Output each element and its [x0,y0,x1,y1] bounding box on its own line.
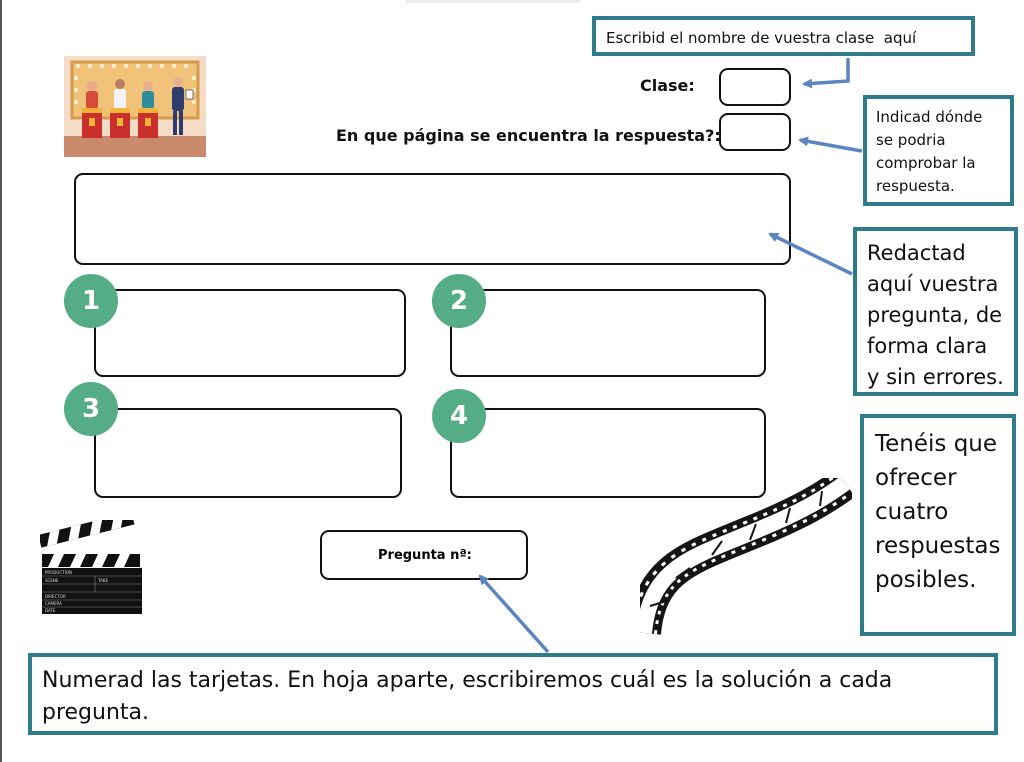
arrow-page-hint [798,136,863,153]
clapper-field-camera: CAMERA [45,601,62,606]
arrow-numbering-hint [478,574,550,654]
answer-box-1[interactable] [94,289,406,377]
question-input-box[interactable] [74,173,791,265]
page-hint-callout: Indicad dónde se podria comprobar la res… [863,95,1014,206]
page-label: En que página se encuentra la respuesta?… [336,126,721,145]
numbering-hint-callout: Numerad las tarjetas. En hoja aparte, es… [28,653,998,735]
answer-number-badge-3: 3 [64,382,118,436]
class-name-callout-text: Escribid el nombre de vuestra clase aquí [606,29,917,47]
arrow-question-hint [768,232,853,276]
game-show-illustration [64,56,206,157]
arrow-class-name [802,58,850,89]
answer-number-badge-4: 4 [432,389,486,443]
class-name-callout: Escribid el nombre de vuestra clase aquí [592,16,975,56]
answer-box-3[interactable] [94,408,402,498]
answer-number-badge-2: 2 [432,274,486,328]
clapperboard-icon: PRODUCTION SCENE TAKE DIRECTOR CAMERA DA… [40,520,144,616]
question-hint-callout: Redactad aquí vuestra pregunta, de forma… [853,227,1018,396]
clapper-field-take: TAKE [97,578,108,583]
numbering-hint-callout-text: Numerad las tarjetas. En hoja aparte, es… [42,668,893,725]
answer-box-2[interactable] [450,289,766,377]
clapper-field-scene: SCENE [45,578,59,583]
clapper-field-production: PRODUCTION [45,570,72,575]
answer-box-4[interactable] [450,408,766,498]
answers-hint-callout: Tenéis que ofrecer cuatro respuestas pos… [860,414,1016,636]
clapper-field-date: DATE [45,608,56,613]
question-number-label: Pregunta nª: [378,547,472,563]
page-input-box[interactable] [719,113,791,151]
answer-number-badge-1: 1 [64,274,118,328]
class-label: Clase: [640,76,695,95]
page-hint-callout-text: Indicad dónde se podria comprobar la res… [876,108,983,195]
page-top-mark [405,0,580,3]
page-left-border [0,0,2,762]
question-hint-callout-text: Redactad aquí vuestra pregunta, de forma… [867,241,1004,389]
question-number-box[interactable]: Pregunta nª: [320,530,528,580]
clapper-field-director: DIRECTOR [45,594,66,599]
class-input-box[interactable] [719,68,791,106]
answers-hint-callout-text: Tenéis que ofrecer cuatro respuestas pos… [875,431,1001,593]
film-strip-icon [640,478,852,636]
